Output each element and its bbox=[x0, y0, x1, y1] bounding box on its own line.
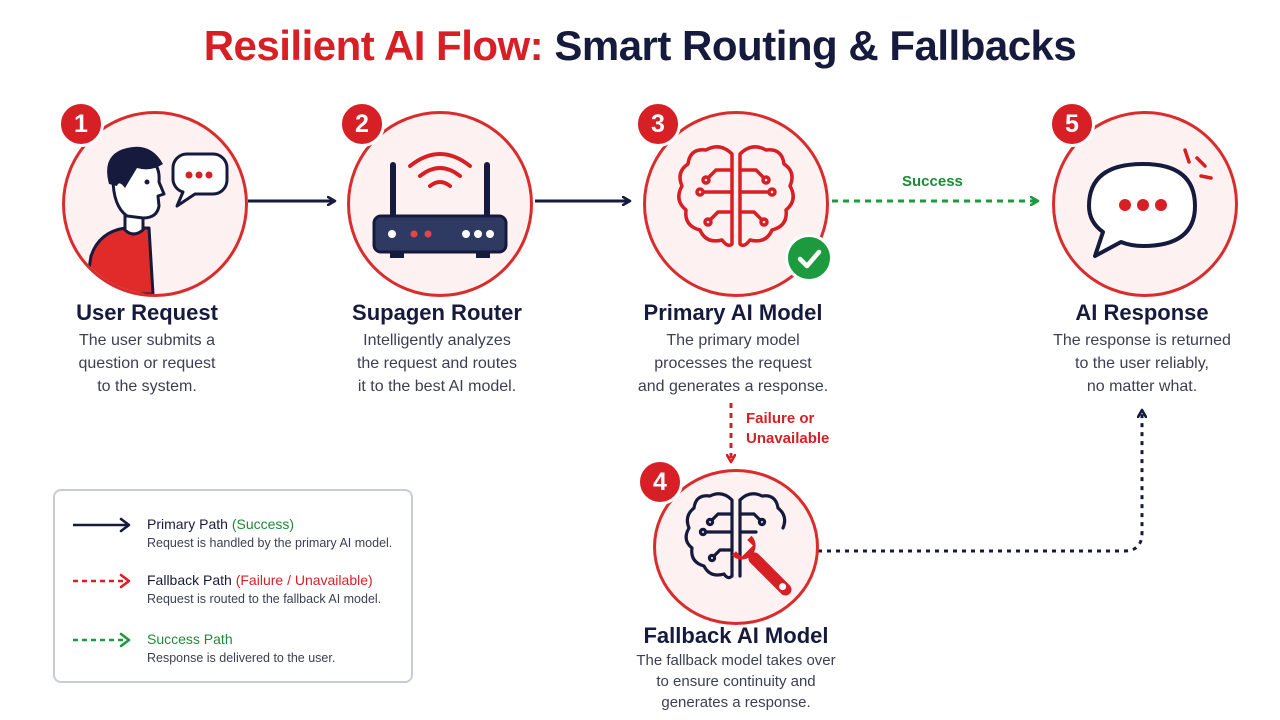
legend-fallback-qualifier: (Failure / Unavailable) bbox=[235, 572, 373, 588]
success-label: Success bbox=[902, 173, 963, 190]
failure-label-line: Failure or bbox=[746, 410, 815, 427]
user-request-description: The user submits a question or request t… bbox=[37, 329, 257, 398]
ai-response-circle bbox=[1052, 111, 1238, 297]
user-request-desc-line: The user submits a bbox=[78, 332, 216, 349]
diagram-title: Resilient AI Flow: Smart Routing & Fallb… bbox=[0, 22, 1280, 70]
success-check-icon bbox=[785, 234, 833, 282]
ai-response-desc-line: The response is returned bbox=[1053, 332, 1231, 349]
legend-fallback-arrow-icon bbox=[73, 573, 131, 589]
router-circle bbox=[347, 111, 533, 297]
fallback-model-desc-line: to ensure continuity and bbox=[656, 673, 816, 690]
legend-success-name: Success Path bbox=[147, 631, 233, 647]
title-part-1: Resilient AI Flow: bbox=[203, 22, 544, 69]
failure-label: Failure or Unavailable bbox=[746, 409, 829, 449]
legend-primary-name: Primary Path (Success) bbox=[147, 516, 294, 532]
user-speaking-icon bbox=[83, 146, 229, 294]
legend-item-fallback: Fallback Path (Failure / Unavailable) Re… bbox=[71, 572, 401, 612]
router-title: Supagen Router bbox=[352, 300, 522, 325]
fallback-model-desc-line: The fallback model takes over bbox=[636, 652, 836, 669]
primary-model-title: Primary AI Model bbox=[643, 300, 823, 325]
router-desc-line: Intelligently analyzes bbox=[363, 332, 511, 349]
router-icon bbox=[372, 152, 508, 258]
fallback-model-circle bbox=[653, 469, 819, 625]
legend-primary-qualifier: (Success) bbox=[231, 516, 295, 532]
fallback-model-title: Fallback AI Model bbox=[643, 623, 829, 648]
user-request-circle bbox=[62, 111, 248, 297]
step-badge-5: 5 bbox=[1049, 101, 1095, 147]
legend-success-arrow-icon bbox=[73, 632, 131, 648]
router-desc-line: it to the best AI model. bbox=[357, 378, 517, 395]
step-badge-1: 1 bbox=[58, 101, 104, 147]
user-request-desc-line: to the system. bbox=[97, 378, 197, 395]
arrow-fallback-to-response bbox=[818, 410, 1142, 553]
title-part-2: Smart Routing & Fallbacks bbox=[554, 22, 1077, 69]
primary-model-desc-line: processes the request bbox=[654, 355, 812, 372]
fallback-model-desc-line: generates a response. bbox=[661, 694, 811, 711]
step-badge-4: 4 bbox=[637, 459, 683, 505]
chat-bubble-icon bbox=[1087, 148, 1213, 258]
brain-wrench-icon bbox=[684, 492, 792, 596]
step-badge-2: 2 bbox=[339, 101, 385, 147]
legend-primary-arrow-icon bbox=[73, 517, 131, 533]
user-request-title: User Request bbox=[76, 300, 218, 325]
ai-response-desc-line: to the user reliably, bbox=[1075, 355, 1209, 372]
router-desc-line: the request and routes bbox=[356, 355, 518, 372]
primary-model-desc-line: The primary model bbox=[666, 332, 800, 349]
primary-model-description: The primary model processes the request … bbox=[608, 329, 858, 398]
legend-fallback-name: Fallback Path (Failure / Unavailable) bbox=[147, 572, 373, 588]
ai-response-description: The response is returned to the user rel… bbox=[1027, 329, 1257, 398]
legend-panel: Primary Path (Success) Request is handle… bbox=[53, 489, 413, 683]
fallback-model-description: The fallback model takes over to ensure … bbox=[596, 650, 876, 713]
legend-fallback-desc: Request is routed to the fallback AI mod… bbox=[147, 592, 382, 606]
failure-label-line: Unavailable bbox=[746, 430, 830, 447]
ai-response-desc-line: no matter what. bbox=[1086, 378, 1198, 395]
legend-item-success: Success Path Response is delivered to th… bbox=[71, 631, 401, 671]
user-request-desc-line: question or request bbox=[78, 355, 216, 372]
brain-circuit-icon bbox=[677, 145, 795, 248]
legend-item-primary: Primary Path (Success) Request is handle… bbox=[71, 516, 401, 556]
router-description: Intelligently analyzes the request and r… bbox=[317, 329, 557, 398]
primary-model-desc-line: and generates a response. bbox=[637, 378, 829, 395]
ai-response-title: AI Response bbox=[1075, 300, 1209, 325]
legend-fallback-label: Fallback Path bbox=[147, 572, 232, 588]
legend-primary-label: Primary Path bbox=[147, 516, 228, 532]
legend-success-desc: Response is delivered to the user. bbox=[147, 651, 336, 665]
step-badge-3: 3 bbox=[635, 101, 681, 147]
legend-primary-desc: Request is handled by the primary AI mod… bbox=[147, 536, 393, 550]
